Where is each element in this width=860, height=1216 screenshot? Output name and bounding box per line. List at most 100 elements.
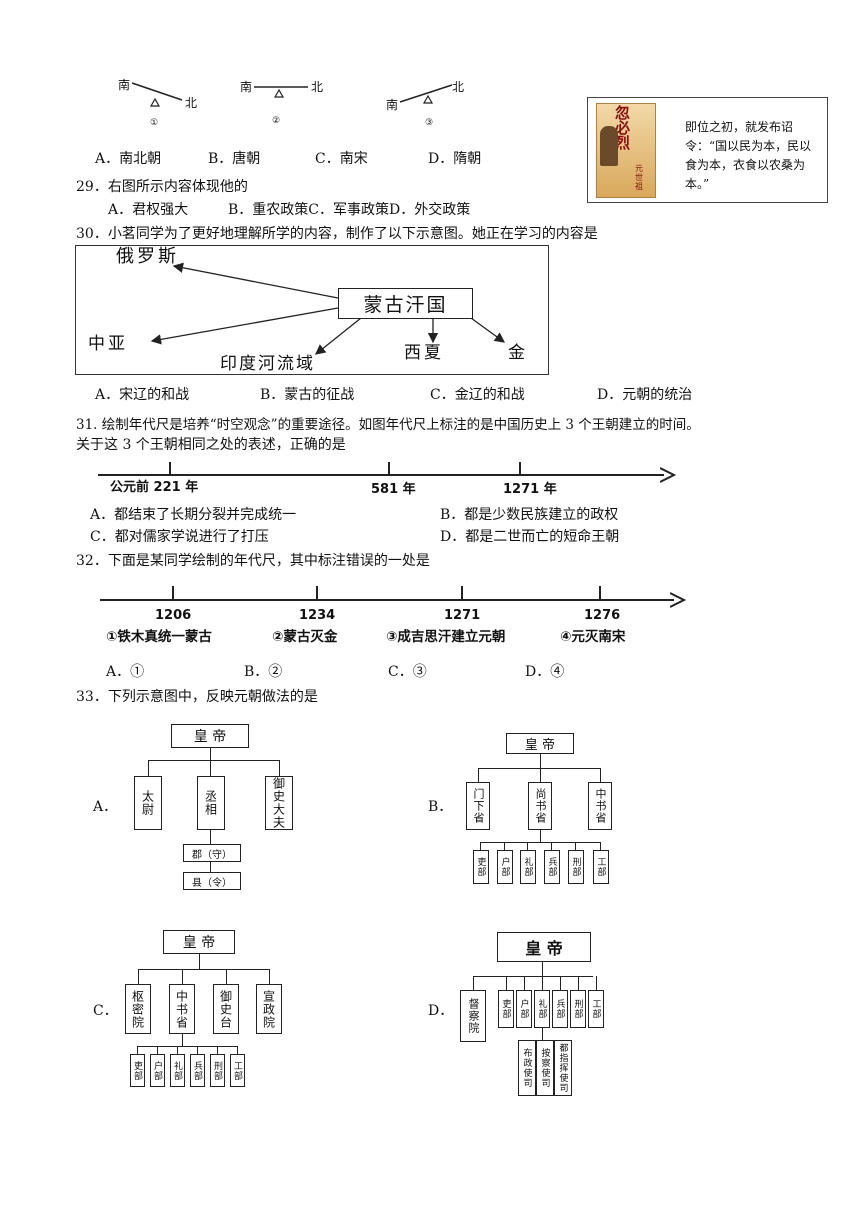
timeline-axis xyxy=(100,599,674,601)
option-c[interactable]: C．③ xyxy=(388,664,427,680)
balance-label-north: 北 xyxy=(185,96,198,110)
org-box: 工部 xyxy=(230,1054,245,1087)
timeline-axis xyxy=(98,474,664,476)
label-jin: 金 xyxy=(508,343,525,363)
emperor-box: 皇 帝 xyxy=(163,930,235,954)
emperor-box: 皇 帝 xyxy=(497,932,591,962)
connector xyxy=(137,1046,138,1054)
year-label: 1206 xyxy=(155,608,192,623)
connector xyxy=(199,954,200,969)
org-box: 户部 xyxy=(516,990,532,1028)
connector xyxy=(182,969,183,984)
connector xyxy=(177,1046,178,1054)
org-box: 工部 xyxy=(593,850,609,884)
option-d[interactable]: D．④ xyxy=(525,664,565,680)
org-box: 户部 xyxy=(497,850,513,884)
timeline-tick xyxy=(169,462,171,475)
year-label: 1276 xyxy=(584,608,621,623)
connector xyxy=(540,754,541,768)
option-c[interactable]: C．都对儒家学说进行了打压 xyxy=(90,529,269,545)
org-box: 刑部 xyxy=(210,1054,225,1087)
timeline-tick xyxy=(388,462,390,475)
cover-subtitle: 元世祖 xyxy=(635,164,643,191)
balance-beam-tilted-south-down xyxy=(399,84,453,104)
balance-number: ② xyxy=(272,116,281,126)
option-d[interactable]: D．隋朝 xyxy=(428,151,482,167)
option-d[interactable]: D．都是二世而亡的短命王朝 xyxy=(440,529,620,545)
org-box: 尚书省 xyxy=(528,782,552,830)
balance-number: ① xyxy=(150,118,159,128)
emperor-box: 皇 帝 xyxy=(506,733,574,754)
connector xyxy=(527,842,528,850)
option-b-c-d[interactable]: B．重农政策C．军事政策D．外交政策 xyxy=(228,202,471,218)
option-b[interactable]: B．② xyxy=(244,664,283,680)
org-box: 枢密院 xyxy=(125,984,151,1034)
org-box: 御史台 xyxy=(213,984,239,1034)
connector xyxy=(269,969,270,984)
option-a[interactable]: A．君权强大 xyxy=(108,202,189,218)
tick-label: 公元前 221 年 xyxy=(110,480,199,495)
timeline-tick xyxy=(316,586,318,599)
connector xyxy=(542,976,543,990)
org-box: 中书省 xyxy=(588,782,612,830)
timeline-tick xyxy=(599,586,601,599)
org-box: 督察院 xyxy=(460,990,486,1042)
option-a[interactable]: A．宋辽的和战 xyxy=(95,387,190,403)
option-c[interactable]: C． xyxy=(93,1003,118,1019)
connector xyxy=(600,768,601,782)
connector xyxy=(560,976,561,990)
org-box: 布政使司 xyxy=(518,1040,536,1096)
connector xyxy=(473,976,474,990)
org-box: 宣政院 xyxy=(256,984,282,1034)
connector xyxy=(600,842,601,850)
year-label: 1271 xyxy=(444,608,481,623)
label-indus-valley: 印度河流域 xyxy=(220,354,315,374)
connector xyxy=(542,962,543,976)
option-d[interactable]: D．元朝的统治 xyxy=(597,387,693,403)
org-box: 太尉 xyxy=(134,776,162,830)
question-33-stem: 33．下列示意图中，反映元朝做法的是 xyxy=(76,689,318,705)
option-c[interactable]: C．南宋 xyxy=(315,151,368,167)
tick-label: 581 年 xyxy=(371,482,416,497)
connector xyxy=(504,842,505,850)
org-box: 礼部 xyxy=(534,990,550,1028)
tick-label: 1271 年 xyxy=(503,482,557,497)
balance-label-north: 北 xyxy=(311,80,324,94)
org-box: 丞相 xyxy=(197,776,225,830)
connector xyxy=(578,976,579,990)
arrow-head-icon xyxy=(660,467,676,483)
option-c[interactable]: C．金辽的和战 xyxy=(430,387,525,403)
org-box: 吏部 xyxy=(130,1054,145,1087)
option-d[interactable]: D． xyxy=(428,1003,454,1019)
connector xyxy=(148,760,149,776)
option-b[interactable]: B．蒙古的征战 xyxy=(260,387,355,403)
org-box: 兵部 xyxy=(552,990,568,1028)
connector xyxy=(182,1034,183,1046)
kublai-figure: 忽必烈 元世祖 即位之初，就发布诏令：“国以民为本，民以食为本，衣食以农桑为本。… xyxy=(587,97,828,203)
option-b[interactable]: B．都是少数民族建立的政权 xyxy=(440,507,619,523)
kublai-quote: 即位之初，就发布诏令：“国以民为本，民以食为本，衣食以农桑为本。” xyxy=(685,120,812,191)
portrait-icon xyxy=(600,126,618,166)
question-30-stem: 30．小茗同学为了更好地理解所学的内容，制作了以下示意图。她正在学习的内容是 xyxy=(76,226,598,242)
org-box: 县（令） xyxy=(183,872,241,890)
question-31-stem-line2: 关于这 3 个王朝相同之处的表述，正确的是 xyxy=(76,437,346,453)
connector xyxy=(138,969,269,970)
org-box: 刑部 xyxy=(570,990,586,1028)
connector xyxy=(210,862,211,872)
connector xyxy=(197,1046,198,1054)
connector xyxy=(237,1046,238,1054)
balance-label-north: 北 xyxy=(452,80,465,94)
option-b[interactable]: B． xyxy=(428,799,453,815)
connector xyxy=(210,830,211,844)
connector xyxy=(226,969,227,984)
org-box: 中书省 xyxy=(169,984,195,1034)
connector xyxy=(138,969,139,984)
option-a[interactable]: A．南北朝 xyxy=(95,151,162,167)
option-a[interactable]: A． xyxy=(93,799,118,815)
org-box: 工部 xyxy=(588,990,604,1028)
option-a[interactable]: A．① xyxy=(106,664,145,680)
option-a[interactable]: A．都结束了长期分裂并完成统一 xyxy=(90,507,297,523)
org-box: 吏部 xyxy=(498,990,514,1028)
option-b[interactable]: B．唐朝 xyxy=(208,151,261,167)
org-box: 按察使司 xyxy=(536,1040,554,1096)
